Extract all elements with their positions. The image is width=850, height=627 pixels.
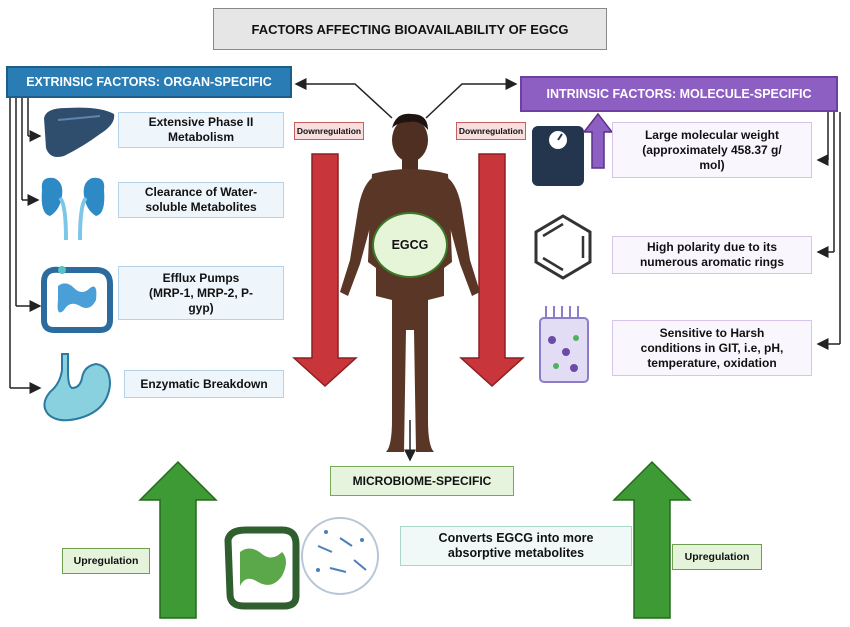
intrinsic-item-harsh-conditions: Sensitive to Harsh conditions in GIT, i.… [612, 320, 812, 376]
upregulation-label-left: Upregulation [62, 548, 150, 574]
upregulation-arrow-left [138, 460, 218, 619]
intrinsic-item-line: High polarity due to its [646, 240, 777, 254]
intrinsic-item-line: numerous aromatic rings [639, 255, 785, 269]
diagram-title: FACTORS AFFECTING BIOAVAILABILITY OF EGC… [213, 8, 607, 50]
egcg-circle: EGCG [372, 212, 448, 278]
extrinsic-item-line: Enzymatic Breakdown [140, 376, 268, 391]
intrinsic-item-molecular-weight: Large molecular weight (approximately 45… [612, 122, 812, 178]
extrinsic-item-line: (MRP-1, MRP-2, P- [148, 285, 253, 300]
intrinsic-item-line: conditions in GIT, i.e, pH, [640, 340, 784, 355]
head-to-header-arrows [294, 78, 518, 462]
downregulation-label-right: Downregulation [456, 122, 526, 140]
downregulation-label-left: Downregulation [294, 122, 364, 140]
downregulation-arrow-right [459, 153, 525, 388]
downregulation-arrow-left [292, 153, 358, 388]
gut-microbiome-icon [224, 517, 379, 610]
extrinsic-header: EXTRINSIC FACTORS: ORGAN-SPECIFIC [6, 66, 292, 98]
human-body-icon [340, 113, 480, 452]
gut-cells-icon [539, 306, 589, 383]
extrinsic-item-line: gyp) [188, 300, 214, 315]
intrinsic-header: INTRINSIC FACTORS: MOLECULE-SPECIFIC [520, 76, 838, 112]
intrinsic-item-line: Large molecular weight [644, 127, 780, 142]
stomach-icon [43, 353, 112, 422]
microbiome-line: absorptive metabolites [447, 546, 585, 560]
intrinsic-item-polarity: High polarity due to its numerous aromat… [612, 236, 812, 274]
microbiome-line: Converts EGCG into more [438, 531, 594, 545]
benzene-ring-icon [534, 214, 592, 280]
intrinsic-item-line: (approximately 458.37 g/ [642, 142, 782, 157]
microbiome-description: Converts EGCG into more absorptive metab… [400, 526, 632, 566]
extrinsic-item-clearance: Clearance of Water- soluble Metabolites [118, 182, 284, 218]
extrinsic-connectors [9, 98, 42, 394]
weight-scale-icon [532, 112, 614, 186]
extrinsic-item-line: Clearance of Water- [144, 185, 258, 199]
extrinsic-item-line: soluble Metabolites [145, 200, 257, 214]
kidneys-icon [41, 177, 105, 241]
extrinsic-item-efflux-pumps: Efflux Pumps (MRP-1, MRP-2, P- gyp) [118, 266, 284, 320]
intrinsic-item-line: Sensitive to Harsh [659, 325, 765, 340]
extrinsic-item-enzymatic-breakdown: Enzymatic Breakdown [124, 370, 284, 398]
extrinsic-item-line: Extensive Phase II [148, 115, 254, 129]
intrinsic-connectors [816, 112, 841, 350]
extrinsic-item-line: Efflux Pumps [162, 270, 240, 285]
upregulation-label-right: Upregulation [672, 544, 762, 570]
extrinsic-item-line: Metabolism [167, 130, 234, 144]
microbiome-header: MICROBIOME-SPECIFIC [330, 466, 514, 496]
intrinsic-item-line: temperature, oxidation [647, 355, 777, 370]
liver-icon [44, 107, 115, 157]
intrinsic-item-line: mol) [699, 157, 725, 172]
intestine-icon [41, 266, 113, 333]
upregulation-arrow-right [612, 460, 692, 619]
extrinsic-item-phase2-metabolism: Extensive Phase II Metabolism [118, 112, 284, 148]
